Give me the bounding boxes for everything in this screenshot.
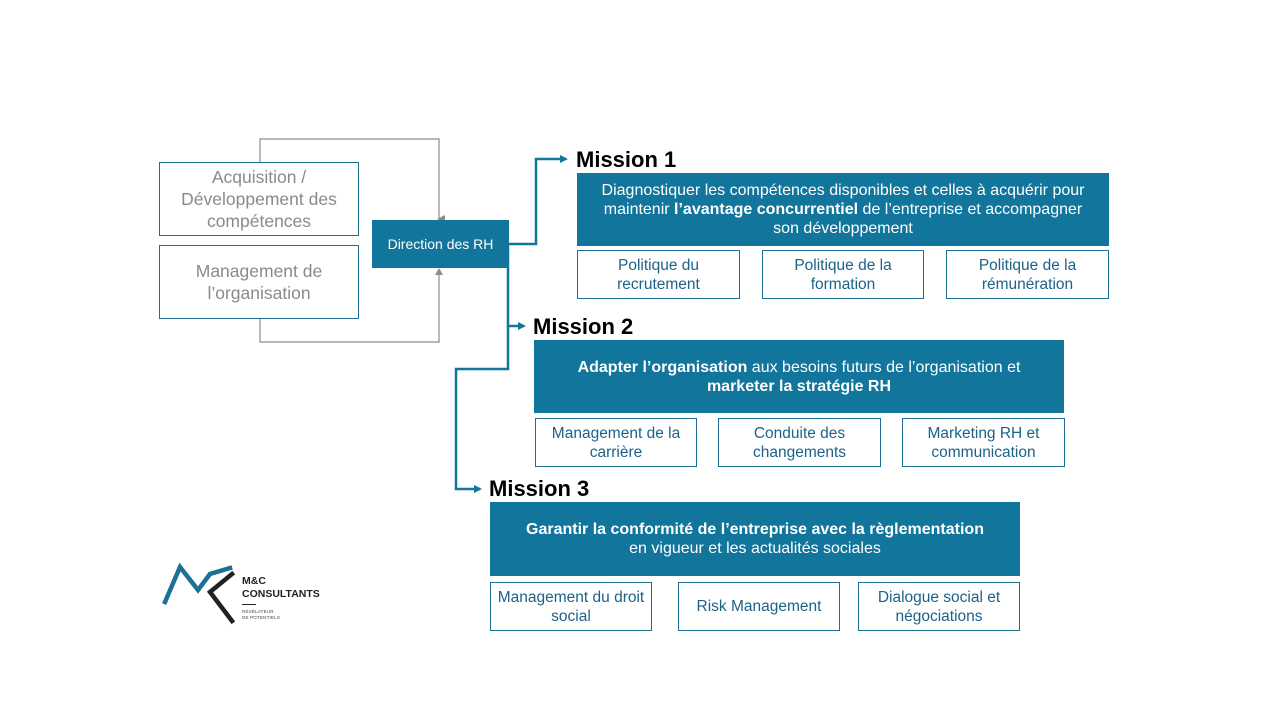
logo-name-line2: CONSULTANTS bbox=[242, 588, 320, 600]
mission-1-description-line: Diagnostiquer les compétences disponible… bbox=[602, 181, 1085, 200]
mission-3-description-line: Garantir la conformité de l’entreprise a… bbox=[526, 520, 984, 539]
description-text: marketer la stratégie RH bbox=[706, 377, 892, 395]
acquisition-box: Acquisition / Développement des compéten… bbox=[159, 162, 359, 236]
mission-3-sub-dialogue: Dialogue social et négociations bbox=[858, 582, 1020, 631]
logo-name-line1: M&C bbox=[242, 575, 266, 587]
acquisition-label: Acquisition / Développement des compéten… bbox=[181, 167, 337, 231]
logo-tagline-line2: DE POTENTIELS bbox=[242, 615, 281, 620]
management-organisation-box: Management de l’organisation bbox=[159, 245, 359, 319]
rh-to-mission3-connector bbox=[454, 326, 510, 493]
mission-2-description: Adapter l’organisation aux besoins futur… bbox=[534, 340, 1064, 413]
mission-1-sub-remuneration: Politique de la rémunération bbox=[946, 250, 1109, 299]
direction-rh-box: Direction des RH bbox=[372, 220, 509, 268]
mc-consultants-logo: M&C CONSULTANTS RÉVÉLATEUR DE POTENTIELS bbox=[160, 560, 320, 630]
logo-mark-icon bbox=[162, 562, 236, 625]
rh-to-mission2-connector bbox=[506, 246, 526, 330]
mission-2-sub-carriere: Management de la carrière bbox=[535, 418, 697, 467]
mission-1-description-line: son développement bbox=[773, 219, 913, 238]
mission-2-sub-changements: Conduite des changements bbox=[718, 418, 881, 467]
description-text: Adapter l’organisation bbox=[577, 358, 748, 376]
mission-3-description-line: en vigueur et les actualités sociales bbox=[629, 539, 881, 558]
mission-3-description: Garantir la conformité de l’entreprise a… bbox=[490, 502, 1020, 576]
mission-2-description-line: marketer la stratégie RH bbox=[707, 377, 891, 396]
mission-3-sub-risk: Risk Management bbox=[678, 582, 840, 631]
description-text: Diagnostiquer les compétences disponible… bbox=[601, 182, 1085, 199]
description-text: Garantir la conformité de l’entreprise a… bbox=[526, 521, 984, 538]
description-text: l’avantage concurrentiel bbox=[674, 201, 859, 218]
mission-1-sub-formation: Politique de la formation bbox=[762, 250, 924, 299]
description-text: maintenir bbox=[603, 201, 675, 218]
mission-3-sub-droit-social: Management du droit social bbox=[490, 582, 652, 631]
mission-2-description-line: Adapter l’organisation aux besoins futur… bbox=[578, 358, 1021, 377]
logo-divider bbox=[242, 604, 256, 605]
logo-tagline-line1: RÉVÉLATEUR bbox=[242, 609, 274, 614]
mission-1-title: Mission 1 bbox=[576, 147, 677, 172]
mission-1-description-line: maintenir l’avantage concurrentiel de l’… bbox=[604, 200, 1082, 219]
rh-to-mission1-connector bbox=[508, 155, 568, 246]
acquisition-to-rh-connector bbox=[259, 138, 445, 223]
direction-rh-label: Direction des RH bbox=[387, 236, 494, 252]
description-text: son développement bbox=[773, 220, 913, 237]
mission-1-sub-recrutement: Politique du recrutement bbox=[577, 250, 740, 299]
management-to-rh-connector bbox=[259, 271, 440, 343]
mission-2-sub-marketing: Marketing RH et communication bbox=[902, 418, 1065, 467]
mission-3-title: Mission 3 bbox=[489, 476, 590, 501]
mission-1-description: Diagnostiquer les compétences disponible… bbox=[577, 173, 1109, 246]
description-text: en vigueur et les actualités sociales bbox=[629, 540, 881, 557]
mission-2-title: Mission 2 bbox=[533, 314, 634, 339]
description-text: de l’entreprise et accompagner bbox=[858, 201, 1083, 218]
description-text: aux besoins futurs de l’organisation et bbox=[747, 358, 1021, 376]
management-organisation-label: Management de l’organisation bbox=[195, 261, 323, 303]
